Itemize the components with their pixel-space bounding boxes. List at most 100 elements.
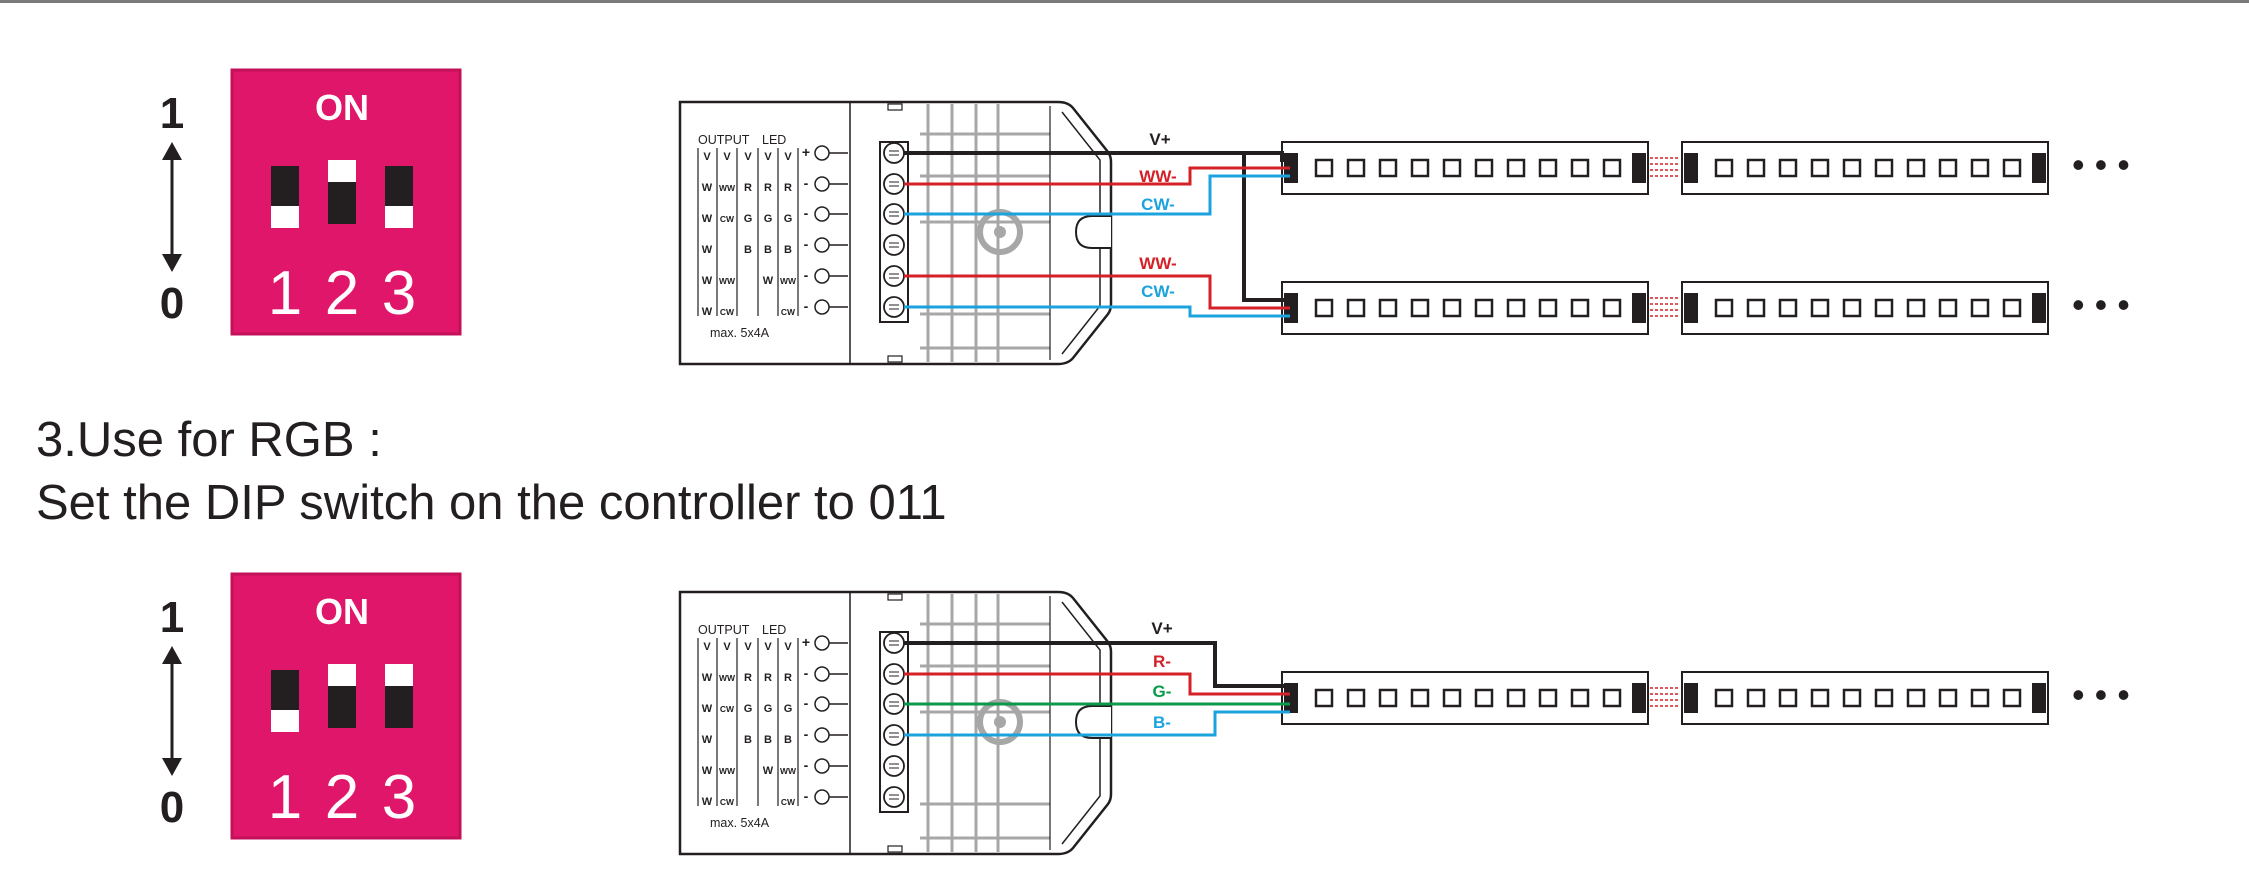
channel-table-cell: W	[702, 275, 713, 287]
axis-top-label: 1	[160, 89, 184, 138]
switch-number-3: 3	[382, 763, 416, 832]
dip-instruction: Set the DIP switch on the controller to …	[36, 476, 947, 530]
top-border	[0, 0, 2249, 3]
switch-number-2: 2	[325, 763, 359, 832]
led-chip	[1602, 158, 1622, 178]
polarity-mark: +	[802, 634, 810, 650]
channel-table-cell: B	[784, 244, 792, 256]
led-chip	[1538, 298, 1558, 318]
channel-table-cell: G	[764, 213, 773, 225]
channel-table-cell: W	[763, 275, 774, 287]
channel-table-cell: B	[764, 734, 772, 746]
led-chip	[1346, 158, 1366, 178]
led-chip	[1778, 298, 1798, 318]
channel-table-cell: CW	[720, 307, 735, 317]
dip-toggle-3	[385, 166, 413, 228]
channel-table-cell: V	[723, 641, 731, 653]
led-strip-segment	[1681, 141, 2049, 195]
wire-label: B-	[1153, 713, 1171, 732]
led-chip	[1442, 688, 1462, 708]
channel-table-cell: R	[784, 672, 792, 684]
wire-r	[904, 672, 1290, 696]
channel-table-cell: V	[764, 641, 772, 653]
led-chip	[1906, 688, 1926, 708]
channel-table-cell: G	[744, 703, 753, 715]
channel-table-cell: W	[702, 734, 713, 746]
led-chip	[1442, 298, 1462, 318]
output-label: OUTPUT	[698, 623, 750, 637]
channel-table-cell: CW	[720, 214, 735, 224]
wire-label: R-	[1153, 652, 1171, 671]
on-off-axis: 1 0	[160, 89, 184, 328]
led-chip	[1314, 298, 1334, 318]
led-strip-segment	[1681, 671, 2049, 725]
wire-label: V+	[1151, 619, 1172, 638]
led-chip	[1970, 158, 1990, 178]
polarity-mark: +	[802, 144, 810, 160]
led-chip	[1778, 158, 1798, 178]
channel-table-cell: G	[764, 703, 773, 715]
continuation-dots: • • •	[2072, 284, 2130, 325]
channel-table-cell: G	[784, 703, 793, 715]
led-chip	[1746, 298, 1766, 318]
channel-table-cell: W	[702, 182, 713, 194]
led-chip	[2002, 688, 2022, 708]
channel-table-cell: G	[784, 213, 793, 225]
wire-cw-1	[904, 174, 1290, 216]
led-chip	[1410, 688, 1430, 708]
channel-table-cell: W	[702, 796, 713, 808]
channel-table-cell: W	[702, 703, 713, 715]
led-strip-row: • • •	[1281, 141, 2130, 195]
on-off-axis: 1 0	[160, 593, 184, 832]
channel-table-cell: G	[744, 213, 753, 225]
channel-table-cell: V	[784, 151, 792, 163]
channel-table-cell: WW	[719, 673, 736, 683]
channel-table-cell: B	[744, 734, 752, 746]
polarity-mark: -	[804, 695, 809, 711]
channel-table-cell: W	[702, 213, 713, 225]
dip-toggle-1	[271, 670, 299, 732]
wire-ww-1	[904, 166, 1290, 186]
channel-table-cell: R	[764, 672, 772, 684]
channel-table-cell: CW	[720, 797, 735, 807]
led-chip	[1714, 158, 1734, 178]
polarity-mark: -	[804, 665, 809, 681]
channel-table-cell: V	[784, 641, 792, 653]
led-chip	[1778, 688, 1798, 708]
led-chip	[1346, 298, 1366, 318]
channel-table-cell: WW	[719, 766, 736, 776]
channel-table-cell: V	[744, 151, 752, 163]
led-chip	[2002, 158, 2022, 178]
led-chip	[1906, 158, 1926, 178]
channel-table-cell: R	[744, 672, 752, 684]
switch-number-3: 3	[382, 259, 416, 328]
led-strip-row: • • •	[1281, 671, 2130, 725]
polarity-mark: -	[804, 267, 809, 283]
led-label: LED	[762, 623, 786, 637]
channel-table-cell: B	[744, 244, 752, 256]
led-strip-segment	[1281, 141, 1649, 195]
led-label: LED	[762, 133, 786, 147]
channel-table-cell: V	[744, 641, 752, 653]
channel-table-cell: V	[723, 151, 731, 163]
led-chip	[1538, 688, 1558, 708]
channel-table-cell: R	[784, 182, 792, 194]
led-chip	[1602, 298, 1622, 318]
led-chip	[1874, 158, 1894, 178]
channel-table-cell: V	[764, 151, 772, 163]
arrow-up-icon	[162, 142, 182, 160]
led-chip	[1346, 688, 1366, 708]
continuation-dots: • • •	[2072, 674, 2130, 715]
led-chip	[1570, 688, 1590, 708]
led-chip	[1570, 158, 1590, 178]
dip-toggle-2	[328, 160, 356, 224]
terminal-block	[879, 631, 909, 813]
wire-label: WW-	[1139, 254, 1176, 273]
polarity-mark: -	[804, 757, 809, 773]
wire-ww-2	[904, 274, 1290, 310]
led-chip	[1970, 298, 1990, 318]
